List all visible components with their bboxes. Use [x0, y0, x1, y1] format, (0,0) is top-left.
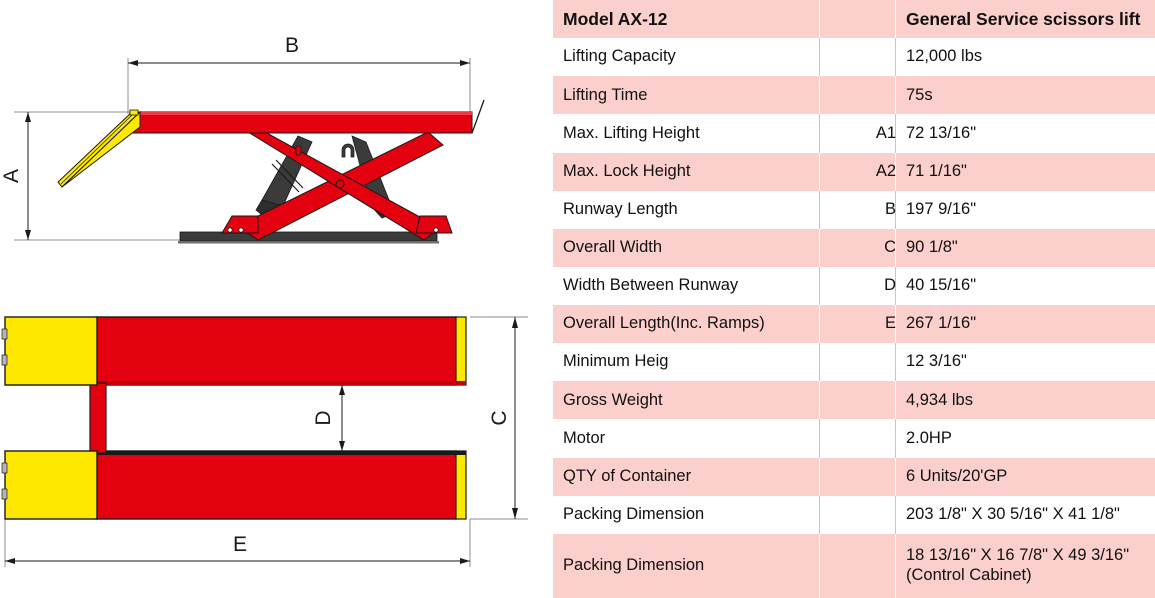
lift-base-plate: [178, 228, 439, 244]
spec-value: 6 Units/20'GP: [896, 457, 1155, 496]
table-row: Max. Lock Height A2 71 1/16": [553, 152, 1155, 191]
table-row: Max. Lifting Height A1 72 13/16": [553, 114, 1155, 153]
spec-label: Lifting Time: [553, 76, 820, 115]
spec-label: Max. Lock Height: [553, 152, 820, 191]
table-row: Motor 2.0HP: [553, 419, 1155, 458]
spec-value: 71 1/16": [896, 152, 1155, 191]
table-row: QTY of Container 6 Units/20'GP: [553, 457, 1155, 496]
spec-label: Packing Dimension: [553, 533, 820, 598]
spec-value: 267 1/16": [896, 305, 1155, 344]
header-model: Model AX-12: [553, 0, 820, 39]
lift-platform: [129, 111, 473, 134]
spec-label: QTY of Container: [553, 457, 820, 496]
header-code: [820, 0, 896, 39]
scissor-lift-plan-view: C D E: [1, 316, 528, 567]
table-row: Lifting Capacity 12,000 lbs: [553, 38, 1155, 77]
spec-value: 203 1/8" X 30 5/16" X 41 1/8": [896, 495, 1155, 534]
dimension-C: C: [488, 317, 518, 519]
table-row: Width Between Runway D 40 15/16": [553, 266, 1155, 305]
table-row: Packing Dimension 203 1/8" X 30 5/16" X …: [553, 495, 1155, 534]
spec-value: 2.0HP: [896, 419, 1155, 458]
spec-label: Minimum Heig: [553, 343, 820, 382]
specification-table-body: Model AX-12 General Service scissors lif…: [553, 0, 1155, 598]
spec-code: [820, 533, 896, 598]
dimension-A: A: [0, 112, 31, 240]
dimension-label-B: B: [285, 34, 299, 57]
specification-table: Model AX-12 General Service scissors lif…: [553, 0, 1155, 598]
table-row: Packing Dimension 18 13/16" X 16 7/8" X …: [553, 533, 1155, 598]
table-row: Runway Length B 197 9/16": [553, 190, 1155, 229]
runway-top: [95, 316, 467, 386]
spec-label: Packing Dimension: [553, 495, 820, 534]
header-title: General Service scissors lift: [896, 0, 1155, 39]
spec-value: 18 13/16" X 16 7/8" X 49 3/16" (Control …: [896, 533, 1155, 598]
technical-drawings-panel: B A: [0, 0, 553, 598]
dimension-label-E: E: [233, 533, 247, 556]
spec-label: Gross Weight: [553, 381, 820, 420]
runway-bottom: [95, 450, 467, 520]
platform-edge-leader: [471, 99, 485, 134]
spec-label: Width Between Runway: [553, 266, 820, 305]
spec-label: Overall Length(Inc. Ramps): [553, 305, 820, 344]
spec-code: [820, 381, 896, 420]
spec-value: 75s: [896, 76, 1155, 115]
spec-code: E: [820, 305, 896, 344]
spec-value: 72 13/16": [896, 114, 1155, 153]
scissor-arms: [221, 131, 453, 241]
spec-label: Max. Lifting Height: [553, 114, 820, 153]
drive-on-ramp-side: [57, 109, 142, 188]
table-header-row: Model AX-12 General Service scissors lif…: [553, 0, 1155, 39]
dimension-B: B: [128, 34, 470, 66]
spec-label: Runway Length: [553, 190, 820, 229]
dimension-label-D: D: [312, 410, 335, 425]
plan-view-dimension-lines: [4, 316, 528, 567]
spec-value: 4,934 lbs: [896, 381, 1155, 420]
table-row: Minimum Heig 12 3/16": [553, 343, 1155, 382]
side-view-dimension-lines: [14, 58, 471, 241]
spec-value: 197 9/16": [896, 190, 1155, 229]
spec-code: [820, 495, 896, 534]
dimension-label-C: C: [488, 410, 511, 425]
table-row: Overall Length(Inc. Ramps) E 267 1/16": [553, 305, 1155, 344]
spec-code: [820, 457, 896, 496]
spec-code: [820, 76, 896, 115]
spec-value: 12,000 lbs: [896, 38, 1155, 77]
scissor-lift-side-elevation: B A: [0, 34, 485, 244]
spec-value: 12 3/16": [896, 343, 1155, 382]
drive-on-ramp-bottom: [1, 450, 98, 520]
table-row: Gross Weight 4,934 lbs: [553, 381, 1155, 420]
spec-value: 90 1/8": [896, 228, 1155, 267]
table-row: Overall Width C 90 1/8": [553, 228, 1155, 267]
spec-label: Lifting Capacity: [553, 38, 820, 77]
spec-code: D: [820, 266, 896, 305]
spec-code: [820, 38, 896, 77]
spec-code: [820, 343, 896, 382]
spec-label: Overall Width: [553, 228, 820, 267]
spec-code: B: [820, 190, 896, 229]
spec-code: C: [820, 228, 896, 267]
drive-on-ramp-top: [1, 316, 98, 386]
dimension-D: D: [312, 385, 345, 451]
runway-cross-member: [89, 382, 107, 454]
dimension-label-A: A: [0, 169, 23, 183]
table-row: Lifting Time 75s: [553, 76, 1155, 115]
spec-label: Motor: [553, 419, 820, 458]
spec-code: A1: [820, 114, 896, 153]
spec-code: A2: [820, 152, 896, 191]
spec-value: 40 15/16": [896, 266, 1155, 305]
spec-code: [820, 419, 896, 458]
dimension-E: E: [5, 533, 470, 564]
